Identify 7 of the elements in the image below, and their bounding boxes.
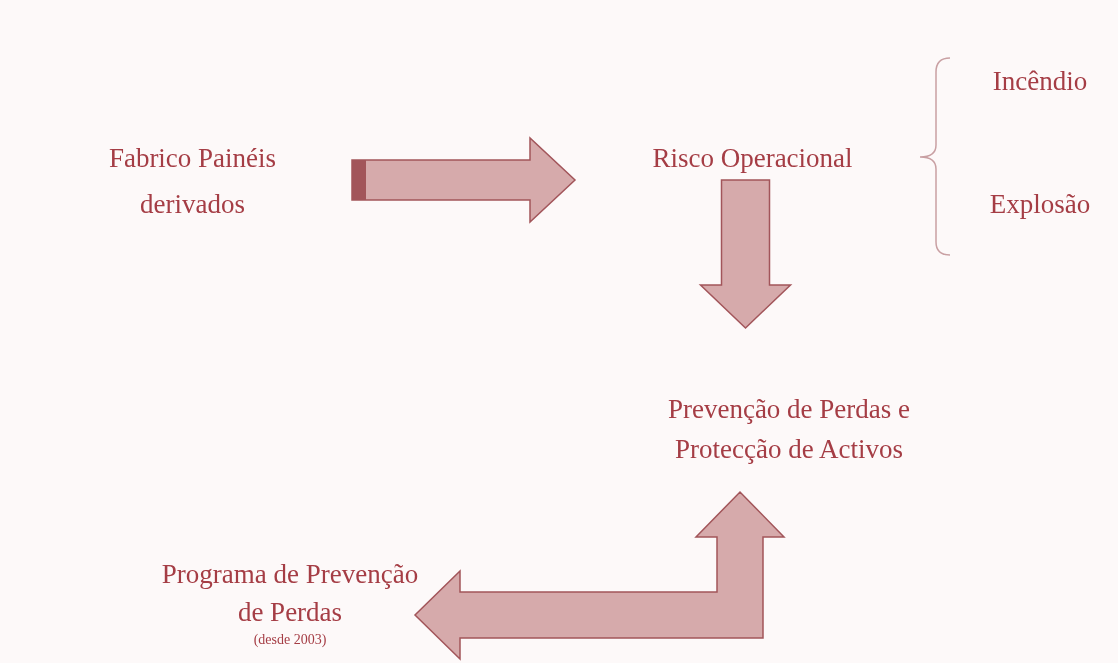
node-label: Explosão bbox=[989, 188, 1091, 221]
node-label: Prevenção de Perdas e Protecção de Activos bbox=[666, 393, 912, 466]
node-label: Incêndio bbox=[992, 65, 1088, 98]
node-label: Fabrico Painéis derivados bbox=[107, 142, 278, 221]
note-text: (desde 2003) bbox=[253, 631, 327, 649]
node-label: Programa de Prevenção de Perdas bbox=[160, 558, 420, 629]
node-label: Risco Operacional bbox=[652, 142, 853, 175]
